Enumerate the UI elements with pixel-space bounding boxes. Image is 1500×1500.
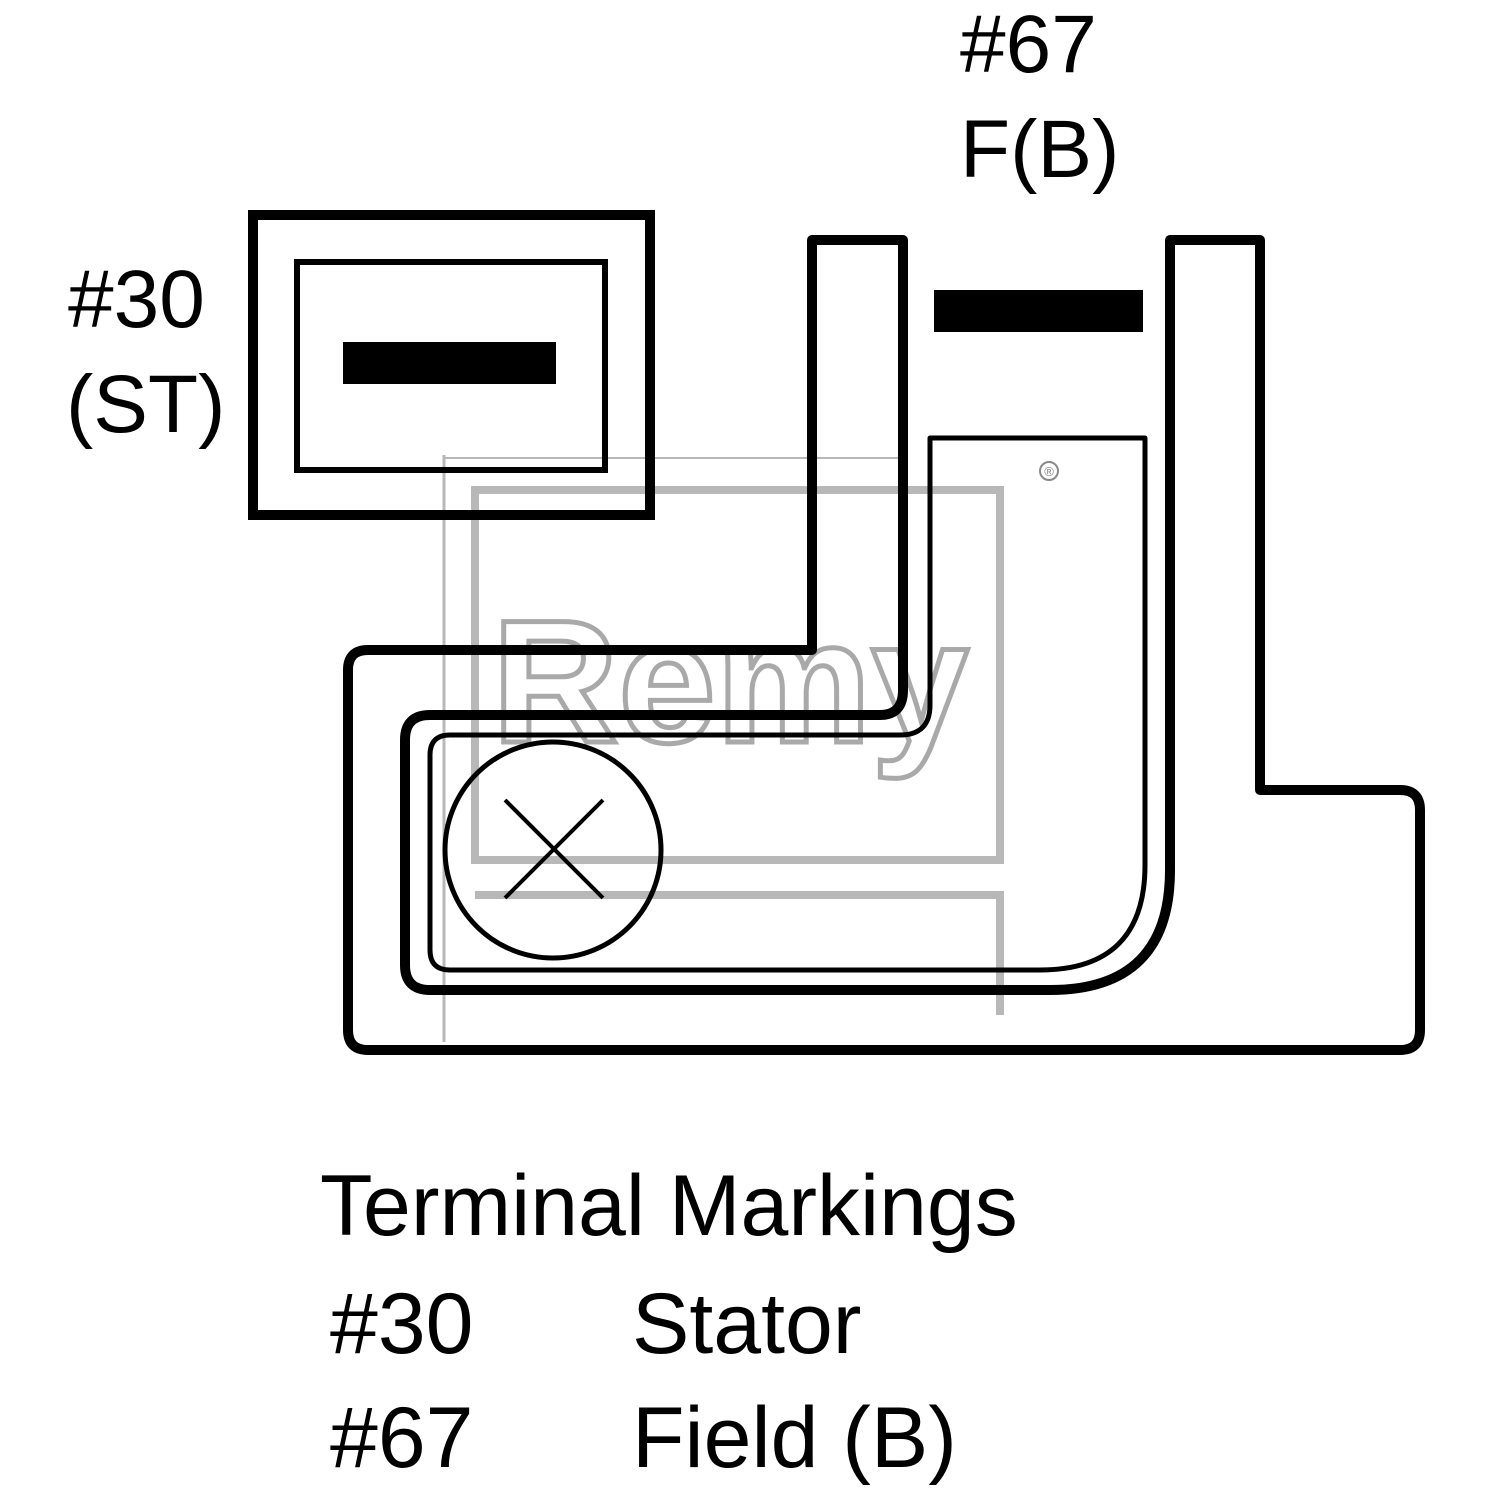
- terminal-legend: Terminal Markings #30 Stator #67 Field (…: [320, 1158, 1018, 1486]
- terminal-30-code: (ST): [66, 359, 225, 450]
- terminal-30-connector: [248, 210, 655, 520]
- legend-row-67-number: #67: [330, 1390, 474, 1486]
- terminal-30-inner-housing: [294, 259, 608, 473]
- legend-row-30-number: #30: [330, 1276, 474, 1372]
- regulator-body: [343, 235, 1425, 1055]
- registered-mark: ®: [1044, 464, 1054, 479]
- terminal-30-blade: [343, 342, 556, 384]
- legend-title: Terminal Markings: [320, 1158, 1018, 1254]
- watermark-brand: Remy: [492, 585, 969, 780]
- terminal-30-label: #30 (ST): [66, 254, 225, 450]
- watermark-frame: [471, 486, 1004, 864]
- terminal-67-blade: [934, 290, 1143, 332]
- terminal-30-number: #30: [68, 254, 205, 345]
- regulator-inner-outline: [427, 435, 1148, 973]
- remy-watermark: Remy ®: [442, 455, 1059, 1042]
- legend-row-67-name: Field (B): [632, 1390, 957, 1486]
- cross-circle-icon: [442, 739, 664, 961]
- terminal-67-code: F(B): [960, 104, 1119, 195]
- watermark-frame: [475, 891, 1004, 1015]
- registered-mark-circle: [1039, 461, 1059, 481]
- terminal-30-outer-housing: [248, 210, 655, 520]
- regulator-outline: [343, 235, 1425, 1055]
- legend-row-30-name: Stator: [632, 1276, 861, 1372]
- terminal-67-number: #67: [960, 0, 1097, 90]
- terminal-67-label: #67 F(B): [960, 0, 1119, 195]
